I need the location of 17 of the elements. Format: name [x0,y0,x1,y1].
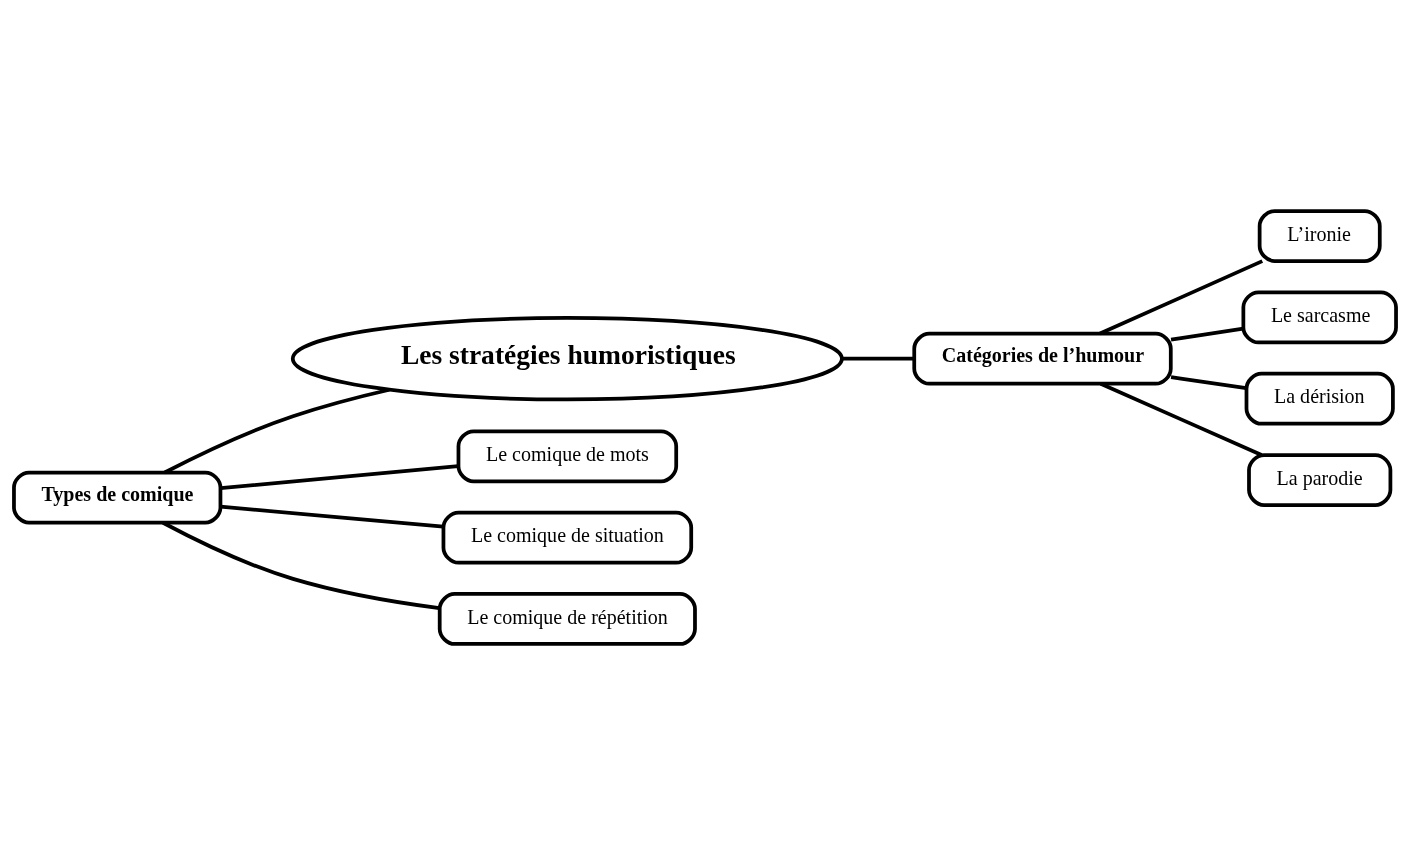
node-box: Catégories de l’humour [912,331,1173,386]
connector [841,356,914,361]
node-box: Le sarcasme [1241,289,1398,344]
node-box: Le comique de répétition [437,591,697,646]
connector [163,387,390,474]
connector [220,463,459,490]
connector [1170,374,1247,390]
node-box: La dérision [1244,371,1395,426]
node-box: La parodie [1247,452,1393,507]
connector [220,504,444,528]
node-box: Types de comique [12,470,223,524]
node-box: Le comique de situation [441,510,694,565]
connector [1170,326,1244,341]
node-box: Le comique de mots [456,428,679,483]
node-ellipse: Les stratégies humoristiques [290,315,844,401]
node-box: L’ironie [1257,208,1382,263]
connector [1099,258,1264,335]
